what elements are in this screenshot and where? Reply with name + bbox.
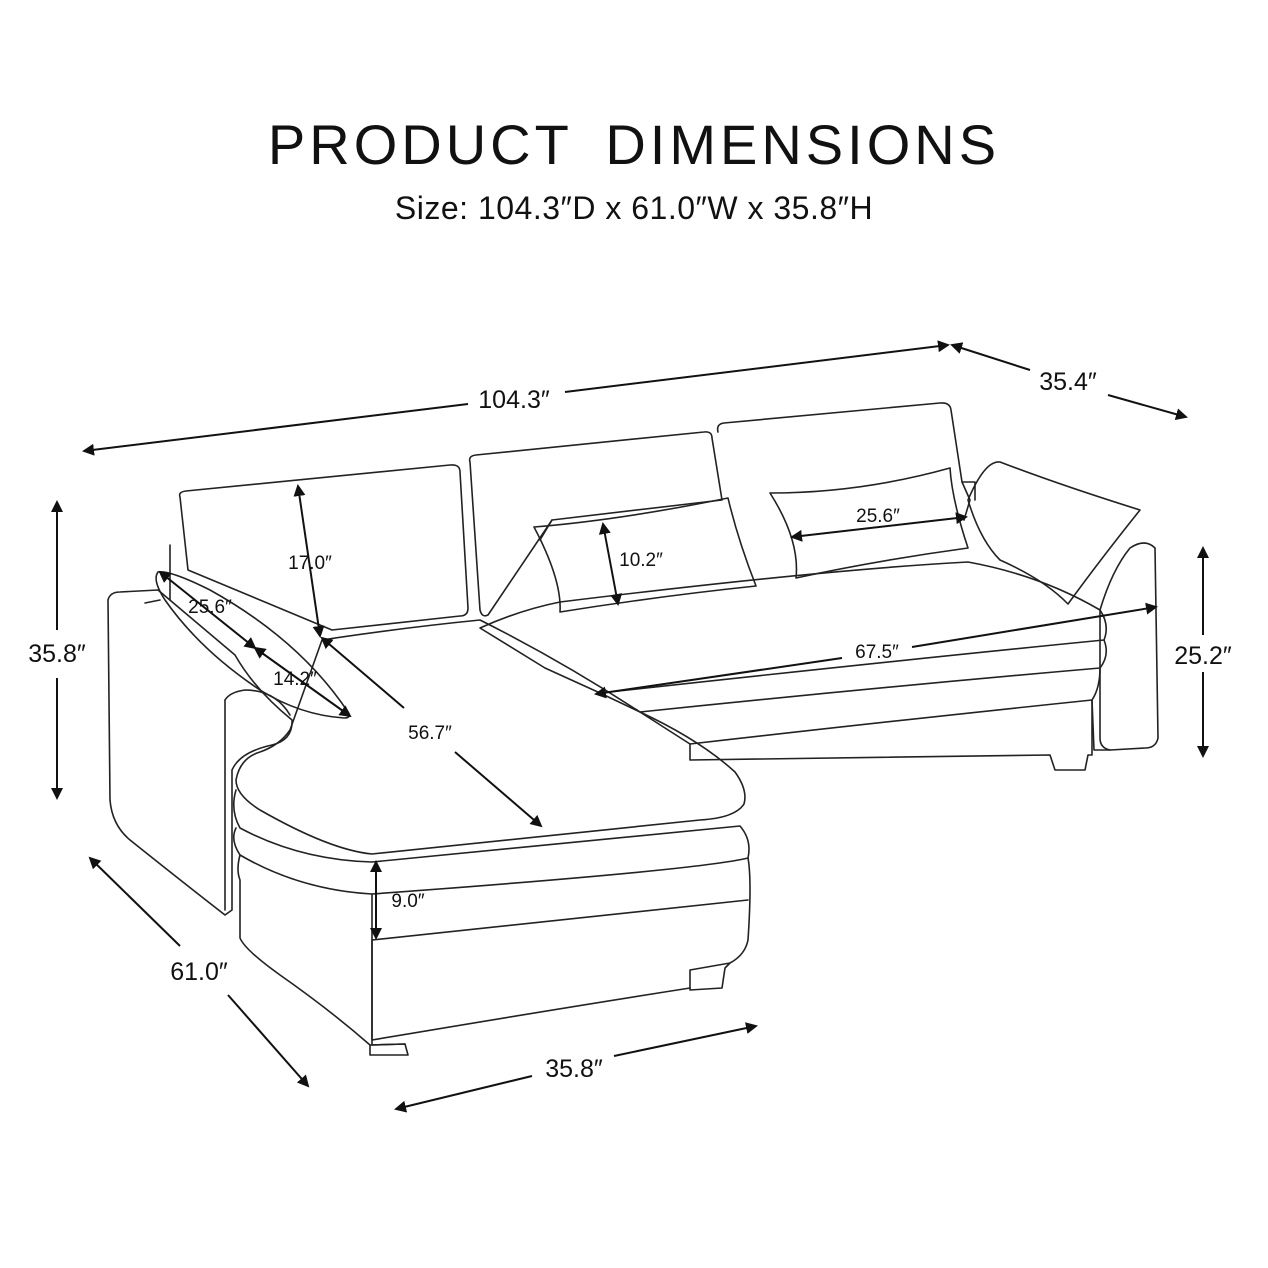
- label-chaise-front: 35.8″: [545, 1055, 603, 1083]
- label-height-right: 25.2″: [1174, 642, 1232, 670]
- dim-line-pillow-center-height: [598, 522, 623, 606]
- back-cushion-middle: [468, 431, 723, 617]
- chaise-base: [237, 854, 409, 1056]
- dim-line-seat-length-a: [594, 657, 843, 699]
- label-back-cushion-height: 17.0″: [288, 553, 332, 574]
- pillow-arm-right: [967, 461, 1141, 605]
- right-arm: [1099, 542, 1159, 751]
- sofa-drawing: [107, 402, 1159, 1056]
- label-pillow-center-height: 10.2″: [619, 550, 663, 571]
- dim-line-back-cushion-height: [293, 484, 325, 638]
- dim-line-depth-right-b: [1107, 394, 1188, 421]
- label-height-left: 35.8″: [28, 640, 86, 668]
- dim-line-depth-right-a: [950, 342, 1031, 371]
- chaise-cushion: [235, 619, 746, 855]
- dim-line-chaise-front-a: [394, 1075, 533, 1113]
- label-left-pillow-length: 25.6″: [188, 597, 232, 618]
- pillow-right: [769, 467, 969, 579]
- pillow-center: [533, 497, 757, 613]
- back-cushion-right: [716, 402, 971, 521]
- back-cushion-left: [178, 464, 469, 631]
- dim-line-seat-length-b: [911, 602, 1158, 648]
- label-seat-thickness: 9.0″: [391, 891, 424, 912]
- dim-line-left-pillow-width: [253, 646, 352, 718]
- dim-line-pillow-right-length: [790, 512, 968, 542]
- label-pillow-right-length: 25.6″: [856, 506, 900, 527]
- label-overall-length: 104.3″: [478, 386, 550, 414]
- left-arm: [107, 589, 293, 916]
- dim-line-left-pillow-length: [158, 570, 257, 650]
- label-chaise-side: 61.0″: [170, 958, 228, 986]
- label-seat-length: 67.5″: [855, 642, 899, 663]
- label-depth-right: 35.4″: [1039, 368, 1097, 396]
- dimension-labels: 104.3″ 35.4″ 35.8″ 25.2″ 17.0″ 25.6″ 14.…: [28, 368, 1232, 1083]
- dim-line-overall-length-a: [82, 403, 469, 456]
- dim-line-chaise-length-a: [320, 636, 405, 709]
- dim-line-overall-length-b: [564, 340, 950, 393]
- dim-line-chaise-front-b: [613, 1022, 758, 1057]
- dim-line-chaise-side-a: [88, 856, 181, 947]
- size-subtitle: Size: 104.3″D x 61.0″W x 35.8″H: [394, 190, 874, 226]
- dim-line-chaise-length-b: [454, 751, 543, 828]
- dim-line-chaise-side-b: [227, 994, 310, 1088]
- seat-cushion: [479, 561, 1108, 694]
- page-title: PRODUCT DIMENSIONS: [267, 113, 1001, 176]
- dimension-lines: [51, 340, 1209, 1113]
- label-left-pillow-width: 14.2″: [273, 669, 317, 690]
- label-chaise-length: 56.7″: [408, 723, 452, 744]
